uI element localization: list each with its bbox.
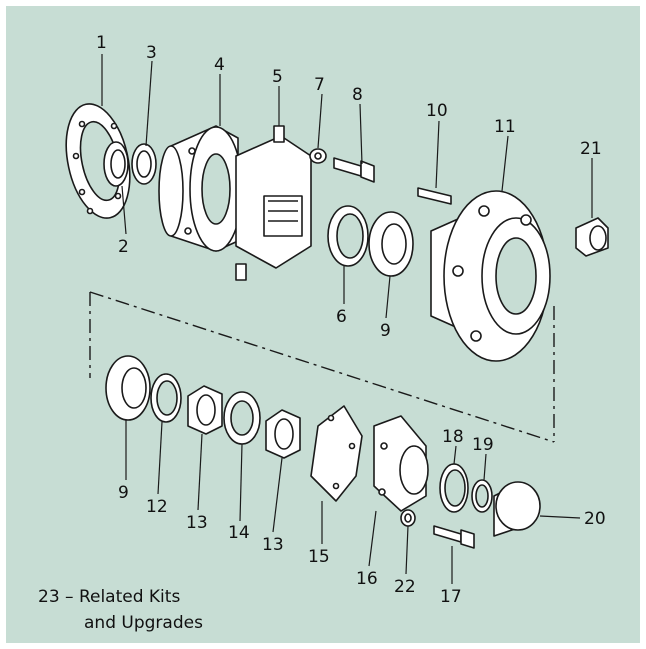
callout-15: 15	[308, 547, 330, 567]
callout-19: 19	[472, 435, 494, 455]
part-17-bolt	[433, 525, 475, 549]
callout-4: 4	[214, 55, 225, 75]
diagram-drawing: 1 2 3 4 5 6 7 8 9 9 10 11 12 13 13 14 15…	[65, 33, 609, 607]
callout-3: 3	[146, 43, 157, 63]
part-12-ring	[150, 373, 182, 423]
part-9-bearing	[368, 211, 414, 277]
callout-6: 6	[336, 307, 347, 327]
part-20-cap	[493, 481, 541, 537]
callout-10: 10	[426, 101, 448, 121]
part-3-seal-ring	[131, 143, 157, 185]
part-5-spider	[235, 125, 312, 281]
caption-line-2: and Upgrades	[84, 613, 203, 633]
part-7-washer	[309, 148, 327, 164]
callout-18: 18	[442, 427, 464, 447]
callout-1: 1	[96, 33, 107, 53]
callout-16: 16	[356, 569, 378, 589]
part-18-circlip	[439, 463, 469, 513]
axis-line-top	[89, 291, 555, 443]
callout-9b: 9	[118, 483, 129, 503]
callout-17: 17	[440, 587, 462, 607]
callout-12: 12	[146, 497, 168, 517]
related-kits-caption: 23 – Related Kits and Upgrades	[38, 584, 203, 636]
part-19-ring	[471, 479, 493, 513]
exploded-hub-diagram: 1 2 3 4 5 6 7 8 9 9 10 11 12 13 13 14 15…	[6, 6, 640, 643]
part-21-nut	[575, 217, 609, 257]
callout-2: 2	[118, 237, 129, 257]
part-4-housing	[158, 125, 243, 252]
callout-22: 22	[394, 577, 416, 597]
part-14-washer	[223, 391, 261, 445]
part-13a-nut	[187, 385, 223, 435]
callout-11: 11	[494, 117, 516, 137]
callout-7: 7	[314, 75, 325, 95]
callout-21: 21	[580, 139, 602, 159]
part-22-washer	[400, 509, 416, 527]
part-9b-bearing	[105, 355, 151, 421]
caption-line-1: 23 – Related Kits	[38, 587, 181, 607]
callout-8: 8	[352, 85, 363, 105]
part-2-seal	[103, 141, 129, 187]
part-13b-nut	[265, 409, 301, 459]
callout-13a: 13	[186, 513, 208, 533]
callout-13b: 13	[262, 535, 284, 555]
callout-14: 14	[228, 523, 250, 543]
callout-5: 5	[272, 67, 283, 87]
part-10-stud	[417, 187, 452, 205]
part-15-gasket	[310, 405, 363, 502]
part-6-ring	[327, 205, 369, 267]
part-16-flange	[373, 415, 429, 512]
callout-20: 20	[584, 509, 606, 529]
part-8-bolt	[333, 157, 375, 183]
callout-9a: 9	[380, 321, 391, 341]
part-11-hub	[430, 190, 551, 362]
